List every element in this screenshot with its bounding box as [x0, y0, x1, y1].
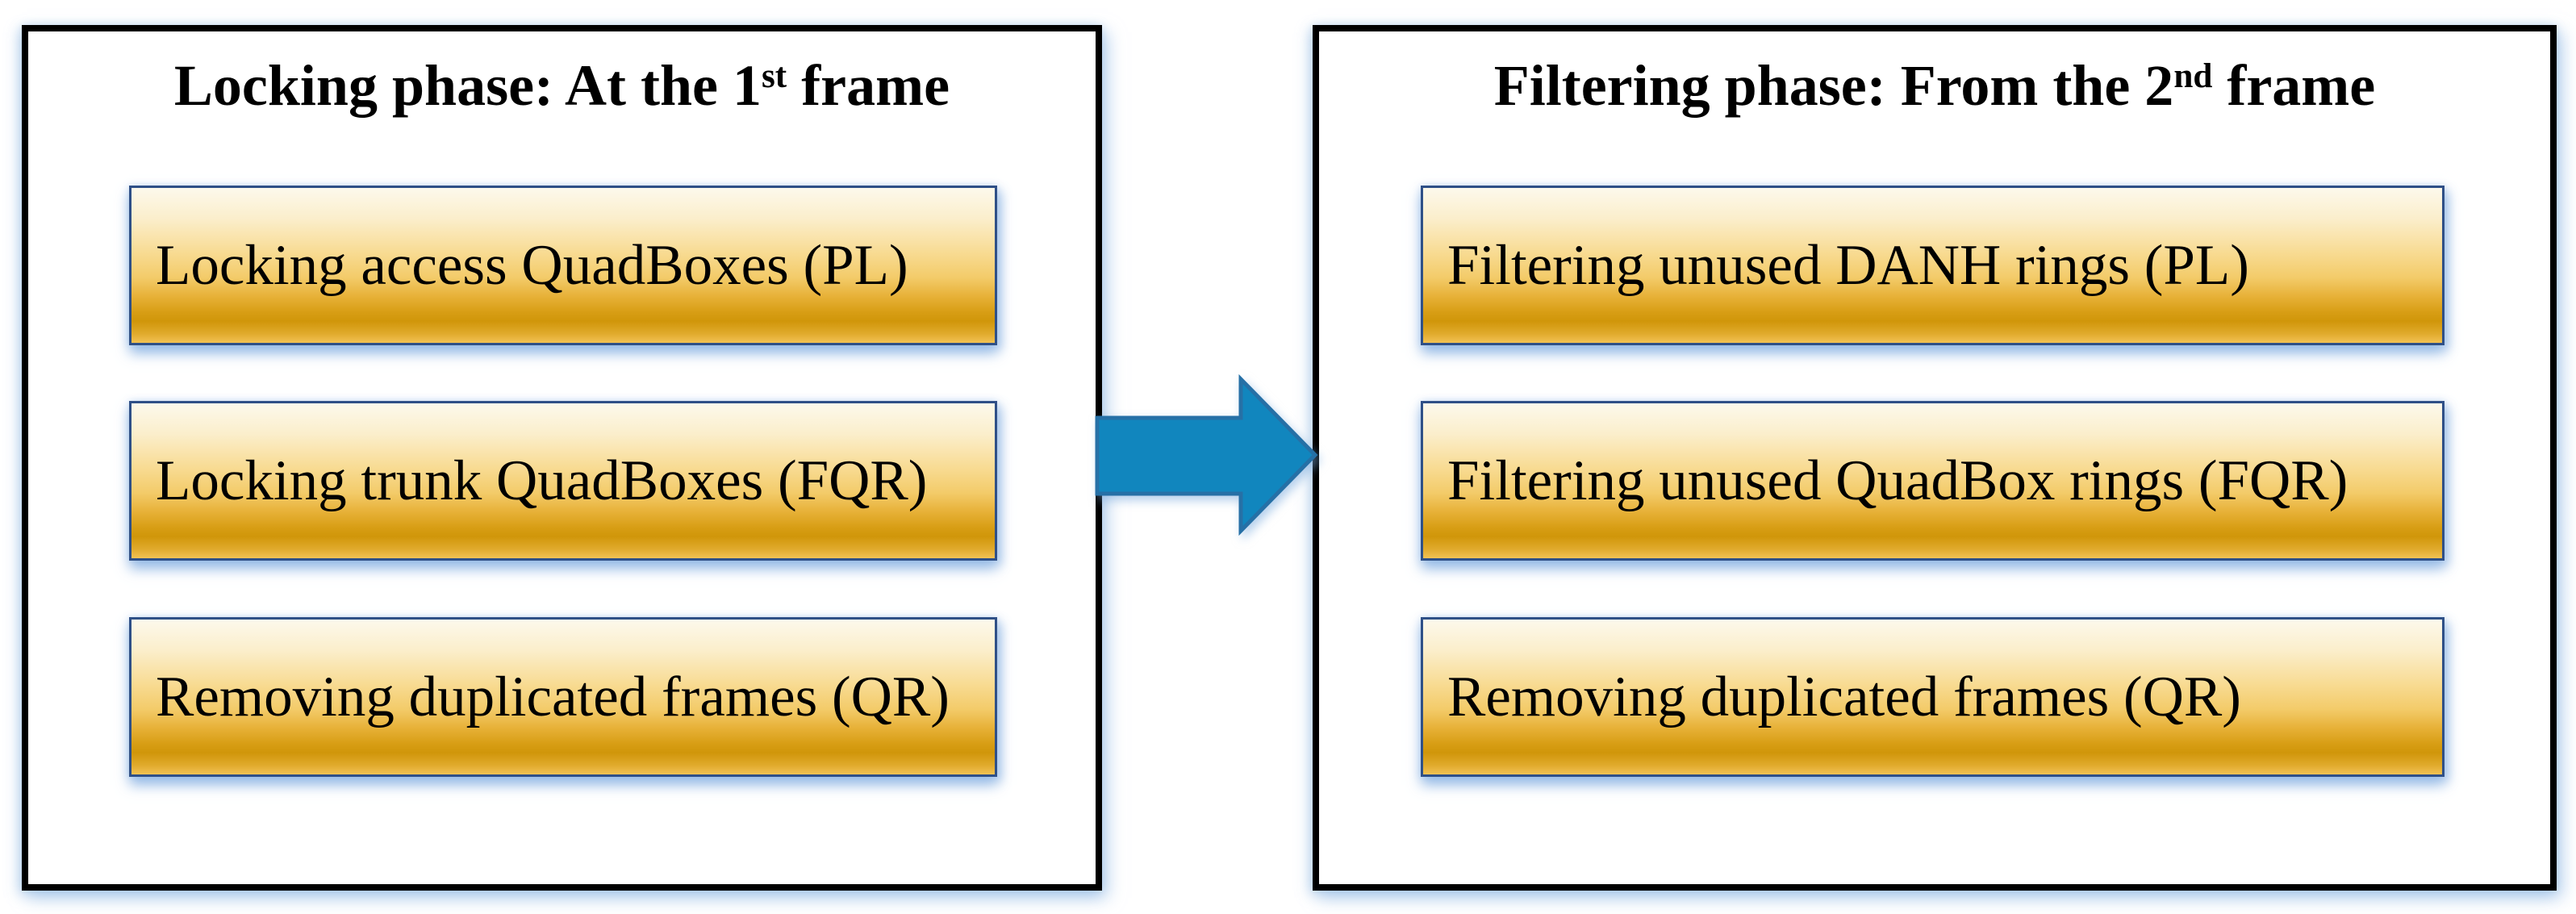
step-box-label: Locking access QuadBoxes (PL) [156, 233, 908, 297]
step-box-label: Filtering unused DANH rings (PL) [1447, 233, 2249, 297]
step-box-label: Removing duplicated frames (QR) [156, 665, 950, 728]
step-box-label: Removing duplicated frames (QR) [1447, 665, 2241, 728]
step-box-removing-duplicated-frames-left: Removing duplicated frames (QR) [129, 617, 997, 777]
right-arrow-shape [1095, 374, 1318, 536]
title-suffix: frame [787, 53, 950, 118]
panel-title-locking: Locking phase: At the 1st frame [28, 52, 1096, 119]
title-superscript: st [762, 56, 787, 95]
right-arrow-icon [1095, 374, 1318, 536]
title-superscript: nd [2173, 56, 2213, 95]
step-box-label: Locking trunk QuadBoxes (FQR) [156, 449, 928, 512]
title-text: Locking phase: At the 1 [173, 53, 762, 118]
step-box-filtering-unused-danh-rings: Filtering unused DANH rings (PL) [1421, 186, 2444, 345]
panel-title-filtering: Filtering phase: From the 2nd frame [1319, 52, 2550, 119]
step-box-removing-duplicated-frames-right: Removing duplicated frames (QR) [1421, 617, 2444, 777]
step-box-filtering-unused-quadbox-rings: Filtering unused QuadBox rings (FQR) [1421, 401, 2444, 561]
step-box-locking-trunk-quadboxes: Locking trunk QuadBoxes (FQR) [129, 401, 997, 561]
title-text: Filtering phase: From the 2 [1493, 53, 2174, 118]
step-box-label: Filtering unused QuadBox rings (FQR) [1447, 449, 2348, 512]
panel-locking-phase: Locking phase: At the 1st frame Locking … [22, 25, 1102, 891]
title-suffix: frame [2212, 53, 2376, 118]
panel-filtering-phase: Filtering phase: From the 2nd frame Filt… [1313, 25, 2557, 891]
step-box-locking-access-quadboxes: Locking access QuadBoxes (PL) [129, 186, 997, 345]
